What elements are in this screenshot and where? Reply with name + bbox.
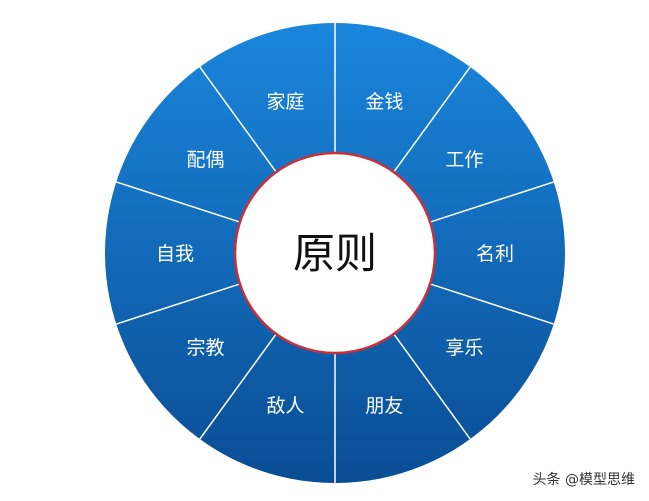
segment-label: 宗教 — [187, 337, 225, 359]
segment-divider — [393, 333, 471, 440]
segment-divider — [429, 283, 554, 325]
segment-label: 朋友 — [365, 395, 403, 417]
segment-label: 名利 — [476, 243, 514, 265]
segment-label: 金钱 — [365, 91, 403, 113]
segment-label: 敌人 — [267, 395, 305, 417]
center-circle — [233, 151, 437, 355]
segment-label: 享乐 — [445, 337, 483, 359]
segment-divider — [393, 66, 471, 173]
segment-label: 配偶 — [187, 149, 225, 171]
center-label: 原则 — [293, 229, 377, 278]
segment-divider — [199, 66, 277, 173]
segment-divider — [116, 181, 241, 223]
watermark: 头条 @模型思维 — [532, 472, 635, 488]
segment-label: 工作 — [445, 149, 483, 171]
segment-label: 家庭 — [267, 91, 305, 113]
segment-divider — [116, 283, 241, 325]
segment-dividers — [116, 23, 554, 483]
segment-divider — [429, 181, 554, 223]
segment-divider — [199, 333, 277, 440]
segment-label: 自我 — [156, 243, 194, 265]
